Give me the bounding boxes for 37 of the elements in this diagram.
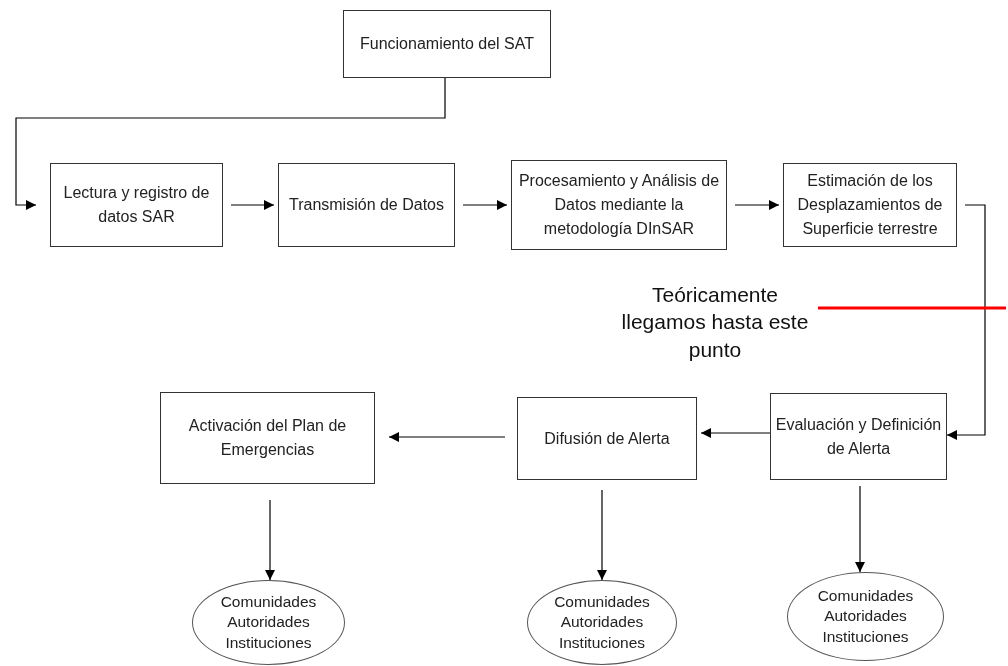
arrow [855,485,865,573]
process-box [517,397,697,480]
process-box [50,163,223,247]
arrow [700,428,771,438]
arrow [946,204,986,440]
stakeholder-label: Comunidades [554,592,650,613]
process-box [160,392,375,484]
box-label: Procesamiento y Análisis de Datos mediante la metodología DInSAR [517,171,721,239]
stakeholder-label: Comunidades [817,586,914,607]
stakeholder-label: Autoridades [824,606,907,627]
arrow [265,499,275,581]
arrow [597,489,607,581]
arrow [230,200,275,210]
arrow [462,200,508,210]
box-label: Teóricamente llegamos hasta este punto [620,282,810,363]
box-label: Activación del Plan de Emergencias [187,416,348,460]
box-label: Estimación de los Desplazamientos de Superficie terrestre [796,171,944,239]
box-label: Lectura y registro de datos SAR [62,183,211,227]
stakeholder-label: Autoridades [227,612,310,633]
process-box [770,393,947,480]
process-box [278,163,455,247]
leader-line [818,306,1006,310]
process-box [343,10,551,78]
stakeholder-label: Instituciones [822,626,909,647]
process-box [511,160,727,250]
process-box [783,163,957,247]
box-label: Difusión de Alerta [544,428,670,449]
box-label: Transmisión de Datos [289,195,444,215]
box-label: Funcionamiento del SAT [360,34,534,54]
stakeholder-label: Autoridades [560,612,644,633]
arrow [15,77,446,210]
arrow [734,200,780,210]
stakeholder-label: Comunidades [220,592,317,613]
stakeholder-label: Instituciones [558,632,646,653]
arrow [388,432,506,442]
box-label: Evaluación y Definición de Alerta [774,414,943,459]
stakeholder-label: Instituciones [225,632,312,653]
